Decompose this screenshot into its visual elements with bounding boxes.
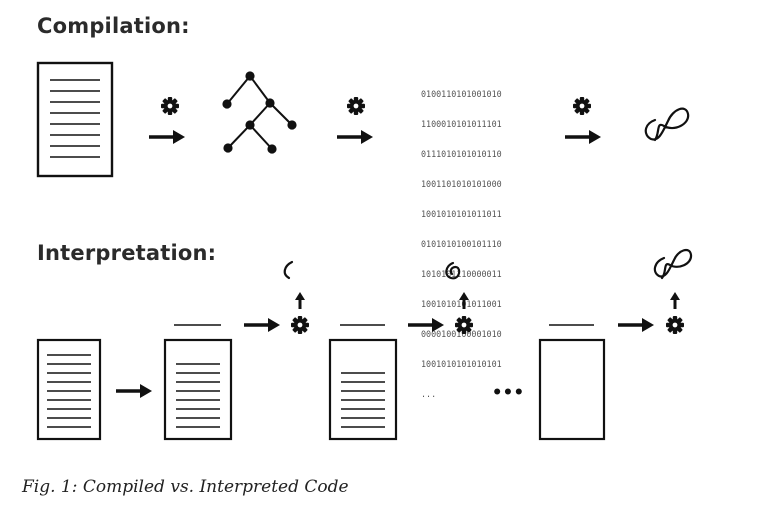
binary-line: 0111010101010110 — [421, 149, 502, 159]
binary-line: 0100110101001010 — [421, 89, 502, 99]
arrow-icon — [242, 316, 282, 334]
binary-line: 1001010101010101 — [421, 359, 502, 369]
binary-line: 0101010100101110 — [421, 239, 502, 249]
machine-code-block: 0100110101001010 1100010101011101 011101… — [421, 69, 502, 409]
document-icon — [328, 338, 398, 441]
compilation-heading: Compilation: — [37, 14, 190, 38]
output-squiggle-icon — [283, 260, 294, 280]
document-icon — [163, 338, 233, 441]
binary-ellipsis: ... — [421, 389, 437, 399]
figure-caption: Fig. 1: Compiled vs. Interpreted Code — [22, 477, 349, 497]
binary-line: 1001010101011001 — [421, 299, 502, 309]
gear-icon — [455, 316, 473, 334]
binary-line: 1001010101011011 — [421, 209, 502, 219]
arrow-icon — [563, 128, 603, 146]
arrow-up-icon — [668, 290, 682, 311]
arrow-icon — [147, 128, 187, 146]
output-squiggle-icon — [653, 248, 693, 280]
source-document-icon — [36, 338, 102, 441]
binary-line: 1001101010101000 — [421, 179, 502, 189]
ellipsis: ••• — [492, 383, 525, 403]
output-squiggle-icon — [644, 107, 690, 142]
arrow-icon — [406, 316, 446, 334]
source-document-icon — [36, 61, 114, 178]
syntax-tree-icon — [222, 71, 297, 154]
binary-line: 1100010101011101 — [421, 119, 502, 129]
output-squiggle-icon — [445, 261, 461, 280]
arrow-up-icon — [457, 290, 471, 311]
empty-document-icon — [538, 338, 606, 441]
arrow-icon — [616, 316, 656, 334]
arrow-up-icon — [293, 290, 307, 311]
gear-icon — [291, 316, 309, 334]
gear-icon — [161, 97, 179, 115]
binary-line: 1010101110000011 — [421, 269, 502, 279]
binary-line: 0000100100001010 — [421, 329, 502, 339]
gear-icon — [666, 316, 684, 334]
arrow-icon — [114, 382, 154, 400]
gear-icon — [573, 97, 591, 115]
interpretation-heading: Interpretation: — [37, 241, 217, 265]
gear-icon — [347, 97, 365, 115]
arrow-icon — [335, 128, 375, 146]
